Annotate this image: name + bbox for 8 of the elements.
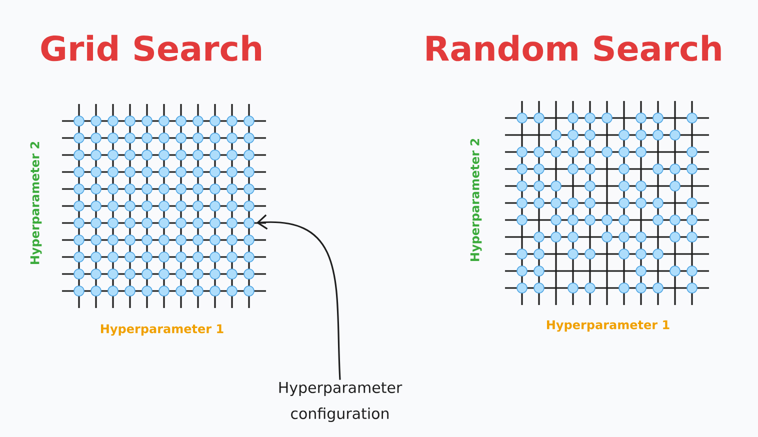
leader-line [256, 214, 341, 380]
callout-text: Hyperparameter configuration [279, 382, 402, 422]
axis-label: Hyperparameter 2 [470, 138, 482, 261]
axis-label: Hyperparameter 1 [547, 320, 670, 332]
heading: Grid Search [41, 34, 261, 62]
axis-label: Hyperparameter 2 [30, 142, 42, 264]
heading: Random Search [426, 34, 721, 62]
axis-label: Hyperparameter 1 [101, 324, 224, 336]
